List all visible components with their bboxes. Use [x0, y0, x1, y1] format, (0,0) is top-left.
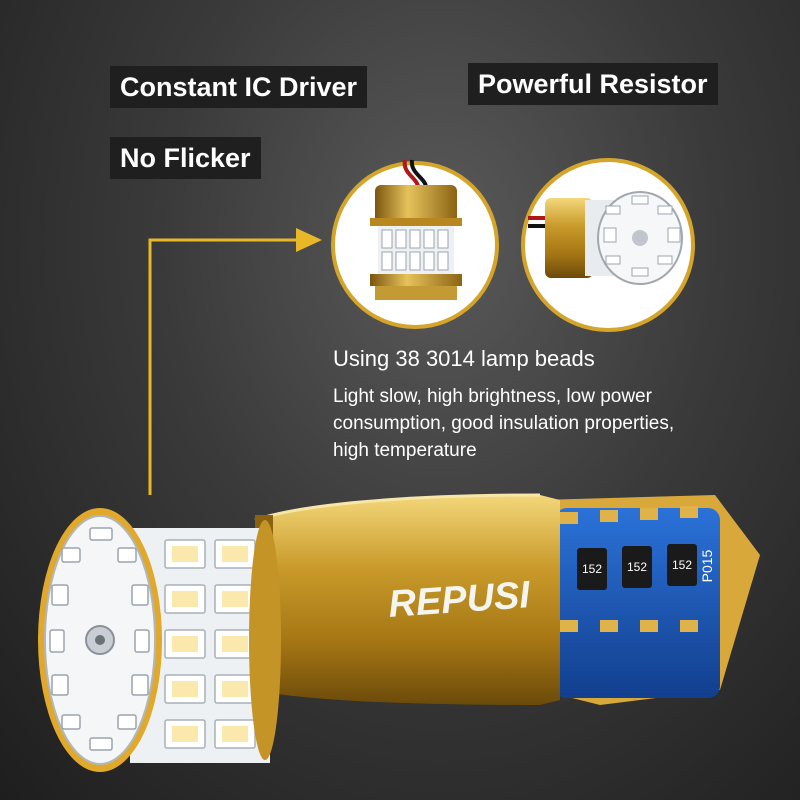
- detail-circle-front: [521, 158, 695, 332]
- bulb-housing: REPUSI: [254, 493, 560, 705]
- board-code: P015: [699, 549, 715, 582]
- description-line: Light slow, high brightness, low power: [333, 386, 652, 407]
- resistor-code-1: 152: [582, 562, 602, 576]
- resistor-code-2: 152: [627, 560, 647, 574]
- feature-label-no-flicker: No Flicker: [110, 137, 261, 179]
- lamp-bead-description: Light slow, high brightness, low power c…: [333, 383, 674, 464]
- description-line: consumption, good insulation properties,: [333, 413, 675, 434]
- detail-circle-side: [331, 159, 499, 329]
- led-face: [38, 508, 162, 772]
- description-line: high temperature: [333, 440, 477, 461]
- led-cylinder: [130, 520, 281, 763]
- resistor-code-3: 152: [672, 558, 692, 572]
- bulb-base: 152 152 152 P015: [540, 495, 760, 705]
- feature-label-constant-ic-driver: Constant IC Driver: [110, 66, 368, 108]
- pointer-arrow: [148, 228, 322, 495]
- brand-logo: REPUSI: [387, 574, 533, 626]
- feature-label-powerful-resistor: Powerful Resistor: [468, 63, 718, 105]
- lamp-bead-heading: Using 38 3014 lamp beads: [333, 346, 595, 371]
